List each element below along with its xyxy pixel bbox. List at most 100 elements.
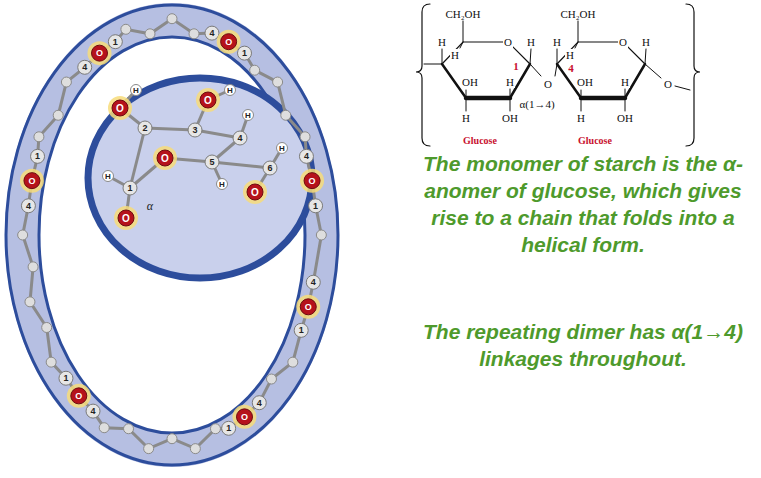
carbon-atom (145, 29, 155, 39)
carbon-atom (263, 161, 277, 175)
oxygen-halo (67, 384, 91, 408)
carbon-atom (300, 132, 310, 142)
carbon-atom (294, 323, 308, 337)
carbon-number: 1 (242, 48, 247, 58)
atom-label: H (461, 112, 471, 124)
hydrogen-atom (131, 85, 142, 96)
carbon-atom (42, 322, 52, 332)
atom-label: α(1→4) (518, 98, 555, 110)
glucose-unit (103, 85, 288, 231)
ring-bond (557, 42, 645, 64)
bond (463, 21, 464, 42)
atom-label: H (227, 86, 233, 95)
ribbon-band (22, 20, 322, 450)
carbon-atom (138, 121, 152, 135)
atom-label: O (161, 153, 169, 164)
atom-label: H (576, 112, 586, 124)
oxygen-atom (237, 409, 253, 425)
ribbon-front (88, 78, 312, 278)
carbon-number: 1 (226, 423, 231, 433)
bond (575, 42, 578, 48)
carbon-atom (316, 230, 326, 240)
atom-label: O (116, 103, 124, 114)
carbon-number: 6 (267, 163, 272, 173)
bond (466, 98, 467, 111)
oxygen-atom (200, 92, 216, 108)
carbon-atom (144, 444, 154, 454)
carbon-atom (34, 132, 44, 142)
caption-text: The monomer of starch is the α-anomer of… (418, 150, 748, 258)
carbon-number: 1 (313, 201, 318, 211)
oxygen-halo (20, 169, 44, 193)
carbon-atom (266, 374, 276, 384)
bond (466, 90, 467, 98)
atom-label: OH (616, 112, 634, 124)
oxygen-atom (221, 34, 237, 50)
bond (510, 98, 511, 111)
atom-label: H (219, 180, 225, 189)
carbon-number: 1 (113, 37, 118, 47)
bond (625, 89, 626, 98)
atom-label: O (503, 36, 513, 48)
bracket (416, 4, 430, 146)
carbon-atom (31, 149, 45, 163)
oxygen-halo (88, 41, 112, 65)
bond (578, 21, 579, 42)
atom-label: O (663, 78, 673, 90)
atom-label: H (641, 36, 651, 48)
carbon-atom (86, 404, 100, 418)
carbon-atom (273, 77, 283, 87)
atom-label: OH (461, 76, 479, 88)
oxygen-halo (153, 146, 177, 170)
carbon-atom (205, 155, 219, 169)
carbon-atom (99, 423, 109, 433)
atom-label: H (505, 76, 515, 88)
bond (460, 42, 463, 48)
atom-label: O (251, 187, 259, 198)
caption-text: The repeating dimer has α(1→4) linkages … (418, 318, 748, 372)
atom-label: O (28, 176, 35, 186)
bond (530, 64, 541, 76)
carbon-number: 4 (257, 398, 262, 408)
carbon-atom (281, 110, 291, 120)
atom-bond (130, 128, 145, 188)
carbon-atom (78, 60, 92, 74)
atom-label: H (105, 172, 111, 181)
atom-label: O (543, 78, 553, 90)
ring-bond (581, 96, 625, 101)
ribbon-edge (6, 5, 338, 465)
atom-label: O (225, 37, 232, 47)
atom-label: O (618, 36, 628, 48)
oxygen-halo (114, 206, 138, 230)
bond (581, 98, 582, 111)
atom-label: O (122, 213, 130, 224)
hydrogen-atom (217, 179, 228, 190)
atom-label: H (450, 49, 460, 61)
atom-label: CH₂OH (559, 8, 596, 20)
residue-name: Glucose (577, 135, 613, 146)
carbon-atom (288, 357, 298, 367)
carbon-atom (121, 24, 131, 34)
carbon-atom (61, 77, 71, 87)
carbon-number: 4 (209, 28, 214, 38)
atom-label: OH (576, 76, 594, 88)
carbon-atom (167, 14, 177, 24)
oxygen-atom (112, 100, 128, 116)
bond (442, 49, 443, 64)
carbon-number: 4 (311, 277, 316, 287)
oxygen-halo (233, 405, 257, 429)
ring-bond (466, 96, 510, 101)
atom-label: H (437, 36, 447, 48)
carbon-atom (167, 434, 177, 444)
carbon-atom (53, 110, 63, 120)
bond (557, 49, 558, 64)
carbon-number: 1 (35, 151, 40, 161)
carbon-number: 5 (209, 157, 214, 167)
carbon-atom (189, 29, 199, 39)
hydrogen-atom (243, 110, 254, 121)
carbon-atom (306, 275, 320, 289)
bond (625, 98, 626, 111)
helix-ribbon (6, 5, 338, 465)
oxygen-halo (196, 88, 220, 112)
carbon-atom (210, 424, 220, 434)
